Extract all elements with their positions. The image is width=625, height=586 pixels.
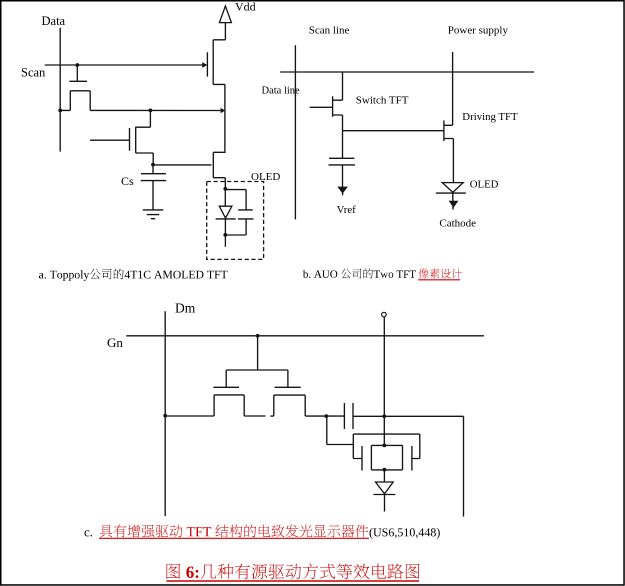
svg-text:Dm: Dm	[175, 301, 196, 316]
svg-text:Data line: Data line	[262, 86, 301, 97]
svg-text:Driving TFT: Driving TFT	[462, 111, 518, 123]
svg-text:Scan line: Scan line	[309, 25, 350, 37]
svg-text:Cathode: Cathode	[439, 217, 476, 229]
svg-text:Vdd: Vdd	[235, 0, 256, 14]
svg-text:OLED: OLED	[251, 171, 280, 183]
svg-text:Data: Data	[42, 14, 66, 28]
svg-text:Scan: Scan	[21, 66, 46, 80]
svg-text:Vref: Vref	[337, 204, 357, 216]
svg-text:OLED: OLED	[470, 179, 499, 191]
svg-text:Gn: Gn	[107, 335, 123, 350]
svg-text:Cs: Cs	[121, 174, 134, 188]
svg-text:Switch TFT: Switch TFT	[356, 95, 409, 107]
svg-text:Power supply: Power supply	[448, 25, 509, 37]
